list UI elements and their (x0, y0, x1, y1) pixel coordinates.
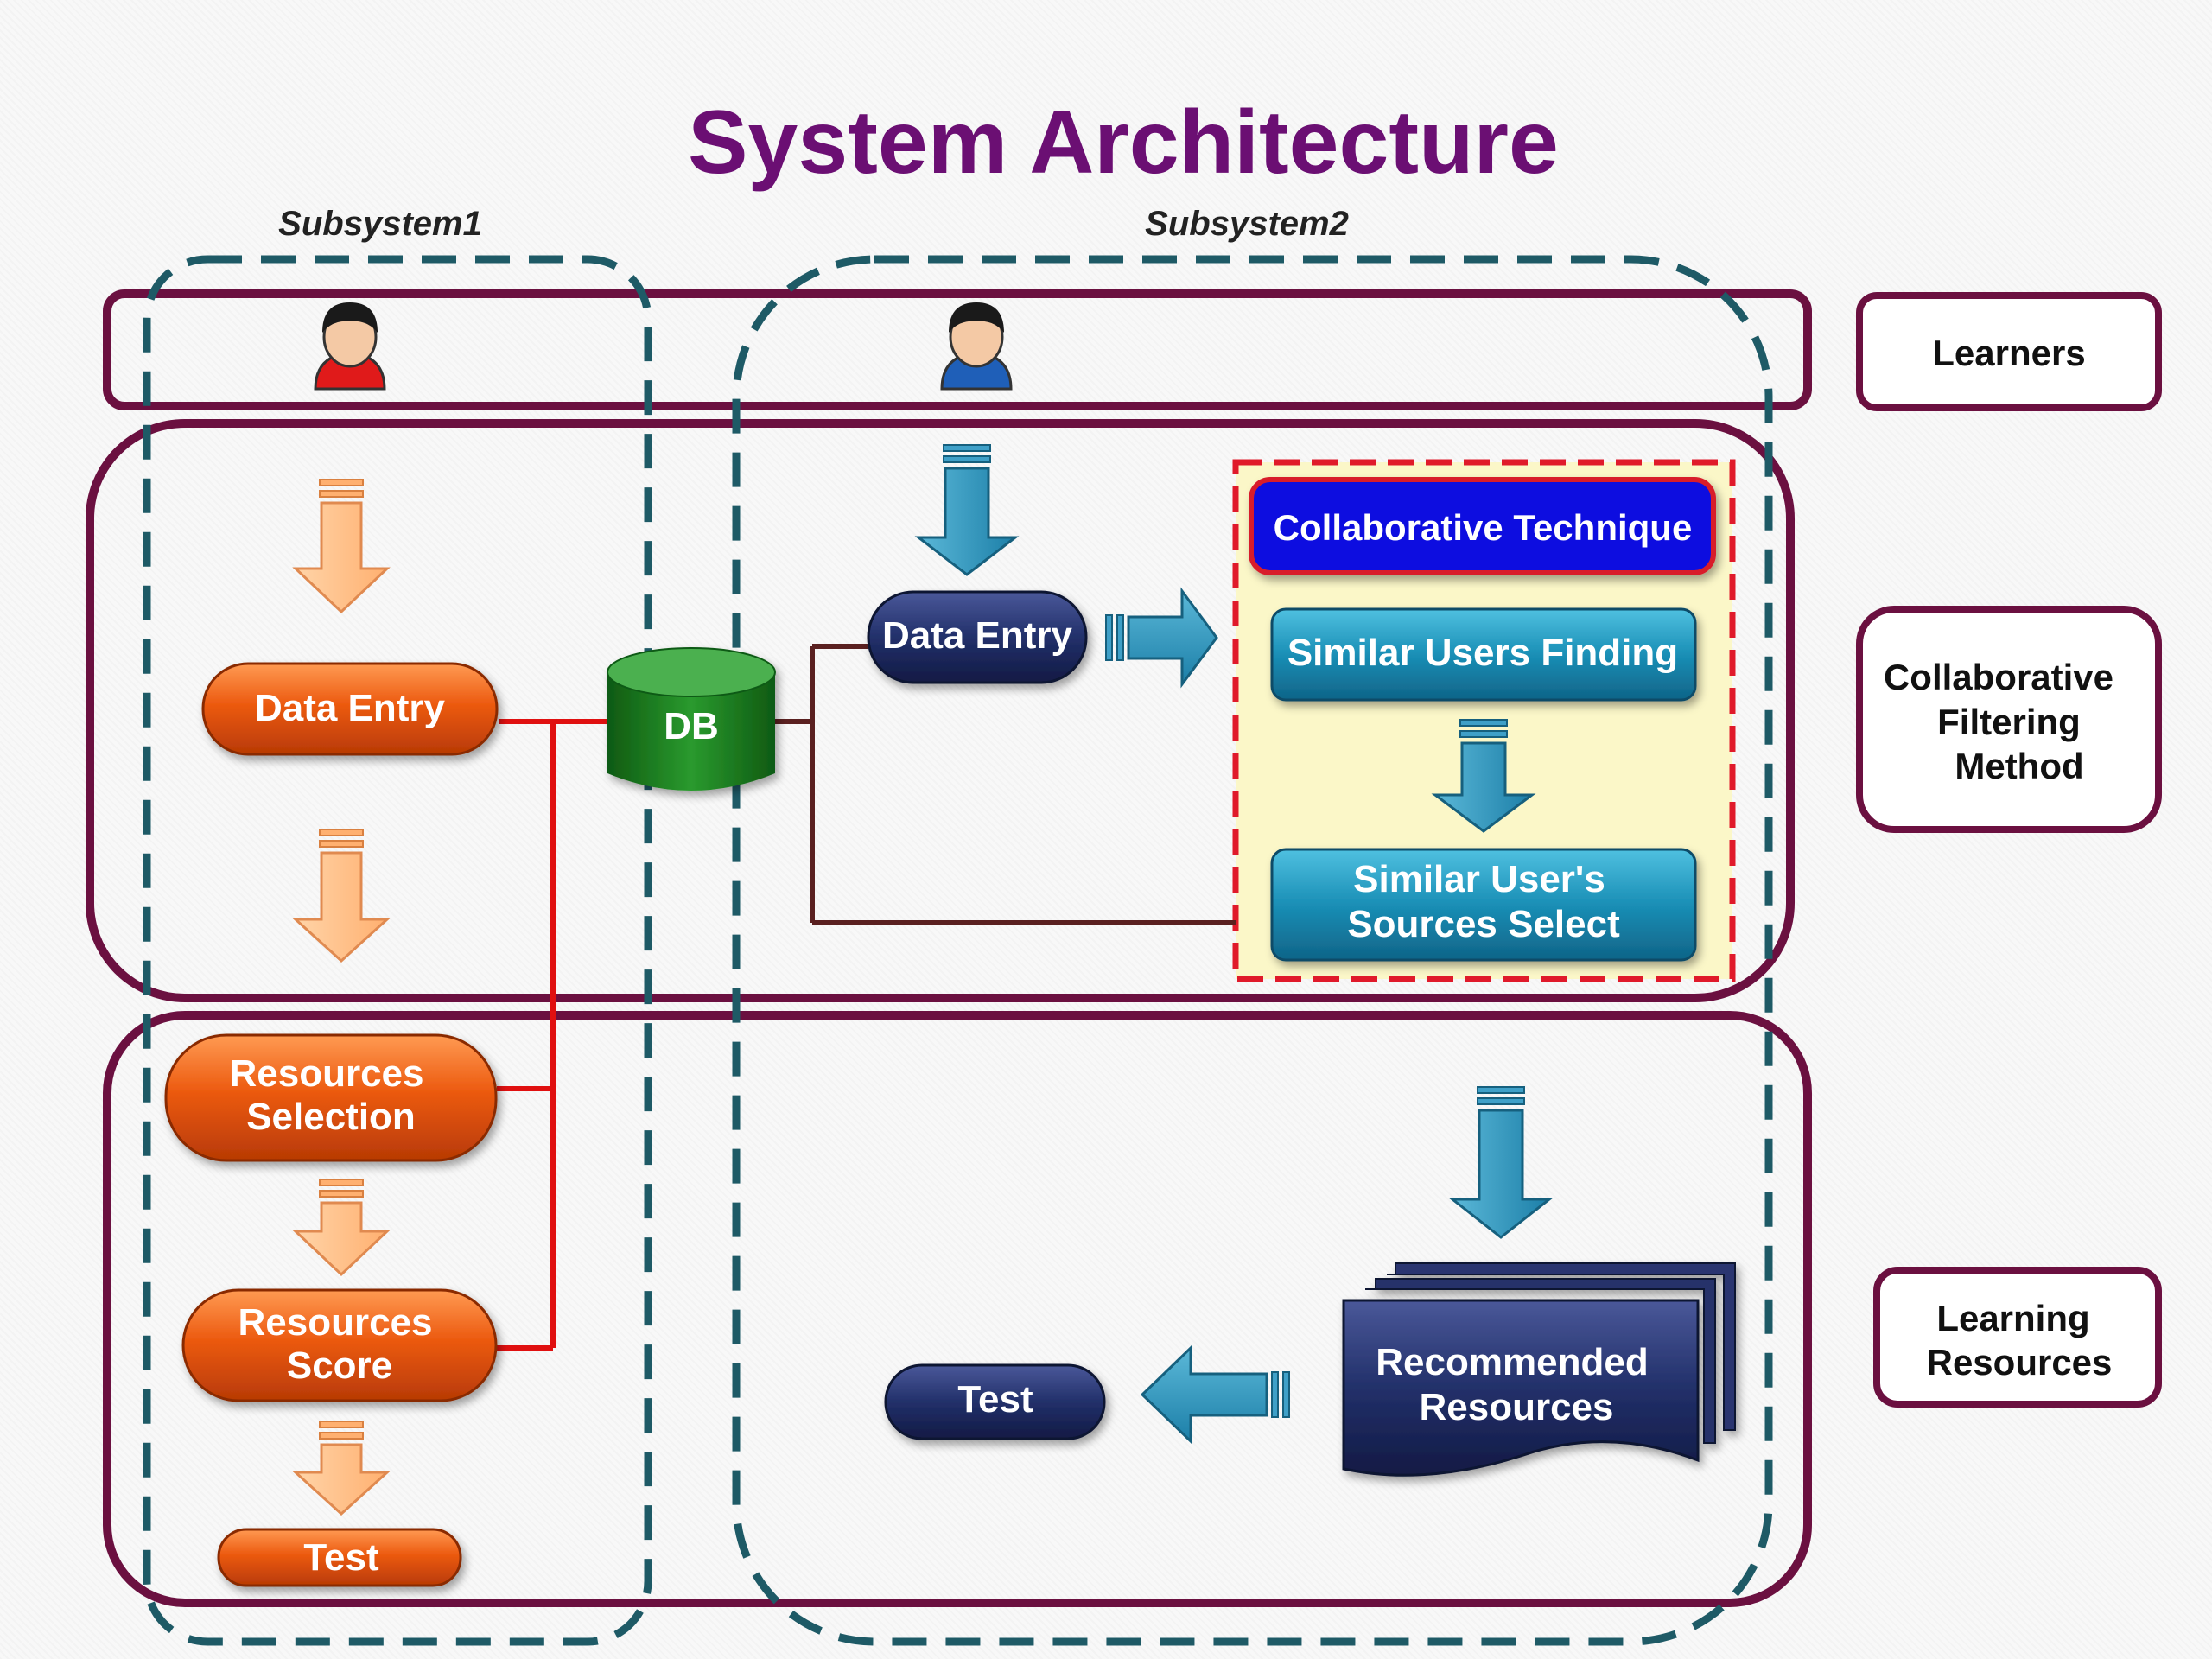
subsystem2-test-label: Test (957, 1378, 1033, 1421)
resources-selection-label-line2: Selection (246, 1096, 416, 1138)
page-title: System Architecture (688, 92, 1559, 193)
subsystem2-arrow-down-1-icon (914, 444, 1020, 576)
db-cylinder (607, 647, 776, 791)
learner-avatar-red-icon (314, 302, 386, 391)
collaborative-technique-label: Collaborative Technique (1274, 507, 1693, 548)
subsystem2-arrow-right-icon (1105, 587, 1218, 689)
subsystem2-label: Subsystem2 (1145, 205, 1349, 243)
similar-sources-select-label-line2: Sources Select (1347, 903, 1620, 945)
subsystem2-data-entry-node (867, 590, 1088, 684)
resources-score-node (181, 1288, 498, 1402)
cf-label-line2: Filtering (1937, 702, 2081, 742)
resources-score-label-line1: Resources (238, 1301, 432, 1344)
recommended-resources-label-line2: Resources (1419, 1386, 1613, 1428)
lr-label-line2: Resources (1927, 1342, 2113, 1382)
similar-users-finding-label: Similar Users Finding (1287, 632, 1678, 674)
subsystem2-data-entry-label: Data Entry (882, 614, 1073, 657)
subsystem2-arrow-down-2-icon (1431, 719, 1536, 833)
cf-label-line1: Collaborative (1884, 657, 2113, 697)
subsystem1-test-label: Test (303, 1536, 379, 1579)
subsystem1-arrow-3-icon (292, 1179, 391, 1277)
recommended-resources-label-line1: Recommended (1376, 1341, 1648, 1383)
learner-avatar-blue-icon (940, 302, 1013, 391)
subsystem1-arrow-2-icon (292, 829, 391, 963)
similar-users-finding-node (1270, 607, 1697, 702)
subsystem2-boundary (732, 255, 1773, 1646)
subsystem1-label: Subsystem1 (278, 205, 482, 243)
subsystem1-test-node (217, 1528, 462, 1587)
subsystem1-arrow-4-icon (292, 1421, 391, 1516)
collaborative-filtering-layer-frame (86, 419, 1795, 1002)
similar-sources-select-node (1270, 848, 1697, 962)
subsystem1-boundary (143, 255, 652, 1646)
learners-label-box (1856, 292, 2162, 411)
collaborative-filtering-label-box (1856, 606, 2162, 833)
db-label: DB (664, 705, 719, 747)
resources-selection-node (164, 1033, 498, 1162)
subsystem1-data-entry-label: Data Entry (255, 687, 446, 729)
similar-sources-select-label-line1: Similar User's (1353, 858, 1605, 900)
recommended-resources-node (1342, 1262, 1736, 1477)
subsystem2-test-node (884, 1363, 1106, 1440)
subsystem2-arrow-left-icon (1140, 1344, 1290, 1445)
resources-score-label-line2: Score (287, 1344, 392, 1387)
db-subsystem1-connectors (497, 719, 613, 1351)
learners-label: Learners (1932, 333, 2085, 373)
learners-layer-frame (103, 289, 1812, 410)
learning-resources-layer-frame (103, 1011, 1812, 1607)
subsystem1-arrow-1-icon (292, 479, 391, 614)
subsystem1-data-entry-node (201, 662, 499, 756)
db-subsystem2-connectors (773, 644, 1236, 925)
subsystem2-arrow-down-3-icon (1448, 1086, 1554, 1239)
cf-label-line3: Method (1955, 746, 2083, 786)
collaborative-technique-node (1249, 477, 1716, 575)
lr-label-line1: Learning (1936, 1298, 2089, 1338)
resources-selection-label-line1: Resources (229, 1052, 423, 1095)
learning-resources-label-box (1873, 1267, 2162, 1408)
